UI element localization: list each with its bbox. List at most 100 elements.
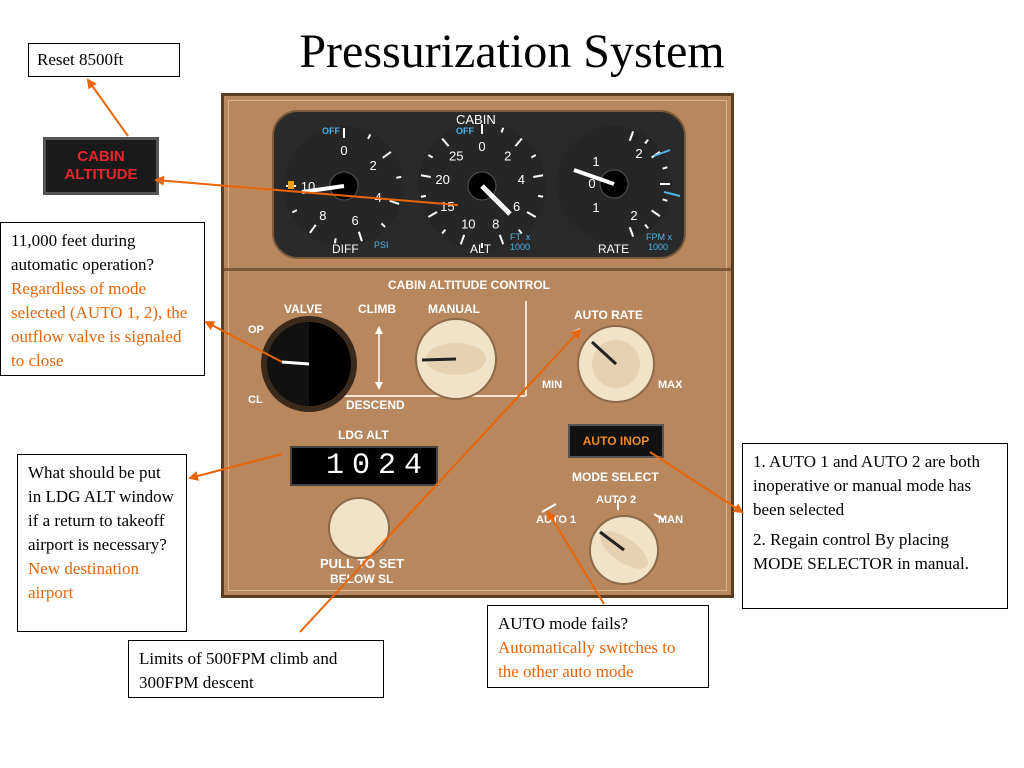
cabin-altitude-light[interactable]: CABIN ALTITUDE: [43, 137, 159, 195]
auto-fail-question: AUTO mode fails?: [498, 614, 628, 633]
diff-label: DIFF: [332, 242, 359, 256]
rate-gauge-tick: [644, 223, 649, 230]
mode-man-tick: [653, 513, 665, 521]
alt-gauge-tick: [420, 174, 431, 178]
alt-gauge-tick-label: 15: [440, 199, 454, 214]
psi-label: PSI: [374, 240, 389, 250]
diff-gauge-tick: [291, 209, 298, 214]
ldg-alt-knob-body[interactable]: [328, 497, 390, 559]
rate-gauge-tick: [662, 198, 668, 202]
mode-select-knob[interactable]: [541, 500, 665, 585]
diff-gauge-marker: [288, 181, 294, 189]
cabin-altitude-line2: ALTITUDE: [64, 166, 138, 183]
rate-gauge-tick: [662, 166, 668, 170]
mode-select-label: MODE SELECT: [572, 470, 659, 484]
alt-gauge-tick-label: 20: [435, 172, 449, 187]
cabin-altitude-control-label: CABIN ALTITUDE CONTROL: [388, 278, 550, 292]
auto1-label: AUTO 1: [536, 514, 577, 526]
auto-inop-light[interactable]: AUTO INOP: [568, 424, 664, 458]
ft-x-label: FT x: [510, 232, 531, 242]
limits-text: Limits of 500FPM climb and 300FPM descen…: [139, 649, 338, 692]
alt-gauge-tick-label: 25: [449, 148, 463, 163]
diff-gauge-tick: [367, 133, 372, 140]
auto-operation-question: 11,000 feet during automatic operation?: [11, 231, 155, 274]
op-label: OP: [248, 324, 264, 336]
ldg-alt-callout: What should be put in LDG ALT window if …: [17, 454, 187, 632]
rate-gauge-tick-label: 2: [630, 208, 637, 223]
diff-gauge-tick-label: 2: [370, 158, 377, 173]
rate-gauge-tick: [651, 209, 661, 217]
rate-gauge-blue-mark-2: [663, 191, 681, 197]
alt-off-label: OFF: [456, 126, 474, 136]
mode-auto1-tick: [541, 503, 557, 513]
rate-gauge-tick-label: 1: [592, 200, 599, 215]
alt-gauge-tick: [498, 234, 505, 245]
diff-off-label: OFF: [322, 126, 340, 136]
fpm-x-label: FPM x: [646, 232, 672, 242]
below-sl-label: BELOW SL: [330, 572, 394, 586]
alt-gauge-tick-label: 10: [461, 217, 475, 232]
valve-indicator-needle: [281, 360, 310, 366]
alt-gauge-tick: [526, 211, 537, 218]
diff-gauge-tick: [380, 222, 386, 228]
diff-gauge-tick-label: 8: [319, 208, 326, 223]
rate-gauge-tick-label: 0: [588, 176, 595, 191]
alt-gauge-tick-label: 8: [492, 217, 499, 232]
descend-arrowhead: [375, 382, 383, 390]
alt-gauge-tick: [459, 234, 466, 245]
auto-inop-text: AUTO INOP: [582, 434, 650, 448]
auto-fail-answer: Automatically switches to the other auto…: [498, 638, 676, 681]
ldg-alt-window[interactable]: 1024: [290, 446, 438, 486]
alt-gauge-tick: [420, 194, 427, 198]
rate-gauge-needle: [573, 168, 615, 186]
rate-gauge-tick: [644, 138, 649, 145]
diff-gauge-tick-label: 0: [340, 143, 347, 158]
manual-knob[interactable]: [415, 318, 497, 400]
reset-text: Reset 8500ft: [37, 50, 124, 69]
auto-rate-triangle: [572, 328, 580, 336]
reset-callout: Reset 8500ft: [28, 43, 180, 77]
diff-gauge-tick: [309, 224, 317, 234]
alt-gauge-tick: [500, 127, 505, 133]
ldg-alt-question: What should be put in LDG ALT window if …: [28, 463, 174, 554]
auto-rate-knob-pointer: [590, 340, 618, 366]
climb-label: CLIMB: [358, 302, 396, 316]
valve-indicator: [261, 316, 357, 412]
diff-gauge-tick: [333, 238, 337, 244]
alt-gauge-tick-label: 2: [504, 148, 511, 163]
cabin-altitude-line1: CABIN: [77, 148, 125, 165]
rate-label: RATE: [598, 242, 630, 256]
auto-inop-callout: 1. AUTO 1 and AUTO 2 are both inoperativ…: [742, 443, 1008, 609]
manual-knob-pointer: [421, 357, 457, 362]
alt-gauge-tick: [537, 194, 544, 198]
diff-gauge-tick: [382, 151, 392, 159]
ft-1000-label: 1000: [510, 242, 531, 252]
auto-operation-answer: Regardless of mode selected (AUTO 1, 2),…: [11, 279, 188, 370]
rate-gauge-tick: [628, 131, 635, 142]
alt-gauge-tick: [517, 229, 523, 235]
auto-rate-label: AUTO RATE: [574, 308, 643, 322]
cl-label: CL: [248, 394, 263, 406]
alt-gauge-tick: [441, 137, 450, 147]
man-label: MAN: [658, 514, 684, 526]
panel-divider: [224, 268, 731, 271]
min-label: MIN: [542, 379, 563, 391]
diff-gauge-tick-label: 4: [375, 190, 382, 205]
alt-gauge-tick: [514, 137, 523, 147]
rate-gauge-tick: [628, 226, 635, 237]
fpm-1000-label: 1000: [648, 242, 669, 252]
arrow-reset: [86, 78, 129, 137]
alt-gauge-tick-label: 6: [513, 199, 520, 214]
auto-operation-callout: 11,000 feet during automatic operation? …: [0, 222, 205, 376]
alt-gauge-tick-label: 4: [518, 172, 525, 187]
auto-rate-knob[interactable]: [572, 325, 655, 403]
auto-fail-callout: AUTO mode fails? Automatically switches …: [487, 605, 709, 688]
ldg-alt-knob[interactable]: [328, 497, 390, 559]
alt-gauge-needle: [480, 184, 512, 216]
diff-gauge-tick: [357, 231, 363, 242]
